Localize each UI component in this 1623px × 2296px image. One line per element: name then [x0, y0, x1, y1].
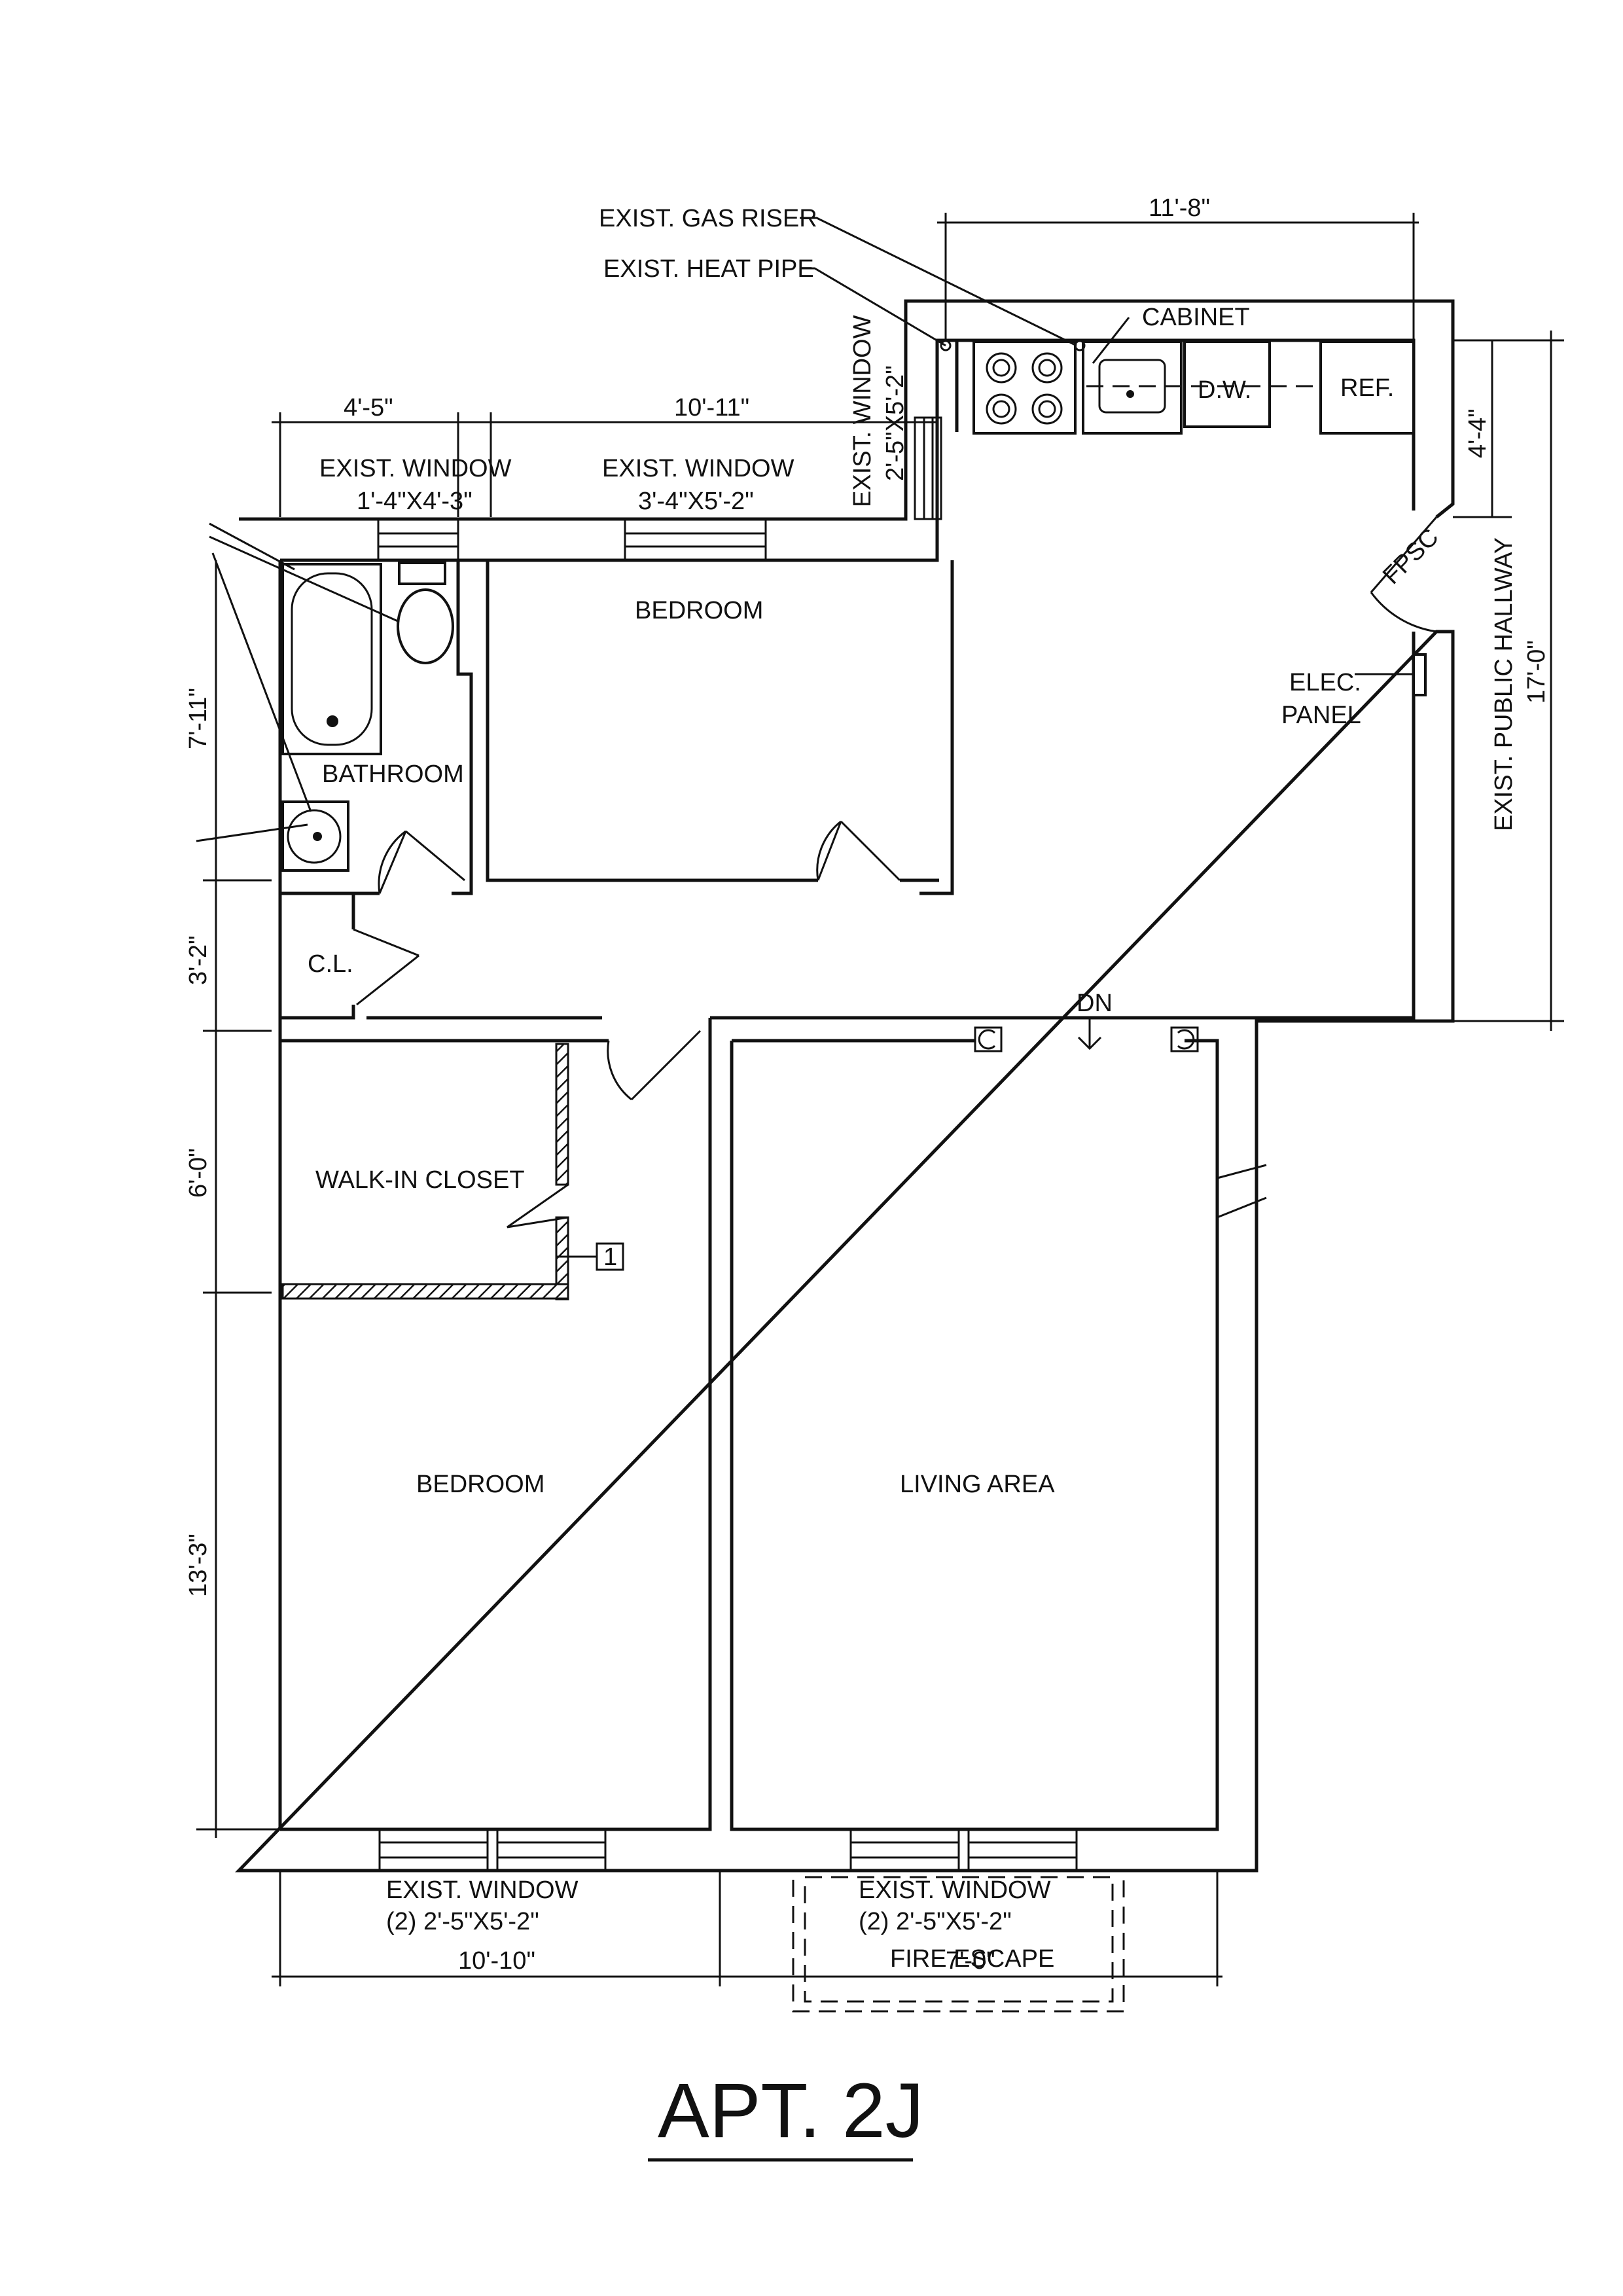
kitchen-fixtures	[940, 340, 1427, 696]
room-bedroom-bottom: BEDROOM	[416, 1471, 544, 1498]
refrigerator-icon	[1319, 340, 1415, 435]
dishwasher-label: D.W.	[1198, 376, 1251, 404]
bottom-left-window-size: (2) 2'-5"X5'-2"	[386, 1908, 539, 1935]
bottom-right-window-title: EXIST. WINDOW	[859, 1876, 1051, 1904]
room-closet: C.L.	[308, 950, 353, 978]
dim-closet-depth: 3'-2"	[185, 935, 212, 985]
heat-pipe-label: EXIST. HEAT PIPE	[603, 255, 814, 283]
plan-title: APT. 2J	[658, 2068, 924, 2154]
dim-bedroom-width: 10'-11"	[674, 394, 749, 422]
electrical-panel-icon	[1412, 653, 1427, 696]
leader-lines	[196, 217, 1414, 842]
room-living-area: LIVING AREA	[900, 1471, 1055, 1498]
bottom-left-window-title: EXIST. WINDOW	[386, 1876, 579, 1904]
windows	[377, 416, 1078, 1872]
elec-panel-label-2: PANEL	[1281, 702, 1361, 729]
gas-riser-label: EXIST. GAS RISER	[599, 205, 817, 232]
dim-hall-length: 17'-0"	[1523, 640, 1550, 704]
tag-number: 1	[603, 1244, 617, 1271]
dim-bath-width: 4'-5"	[344, 394, 393, 422]
doors	[353, 516, 1438, 1229]
bath-window-size: 1'-4"X4'-3"	[357, 488, 473, 515]
elec-panel-label-1: ELEC.	[1289, 669, 1361, 696]
dim-kitchen-width: 11'-8"	[1149, 194, 1210, 222]
dim-bedroom-bottom-width: 10'-10"	[458, 1947, 535, 1975]
dim-living-width: 7'-0"	[946, 1947, 995, 1975]
room-bathroom: BATHROOM	[322, 761, 464, 788]
stairs-down-label: DN	[1077, 990, 1113, 1017]
bedroom-window-size: 3'-4"X5'-2"	[638, 488, 754, 515]
kitchen-window-size: 2'-5"X5'-2"	[882, 365, 909, 481]
public-hallway-label: EXIST. PUBLIC HALLWAY	[1490, 537, 1518, 831]
dim-bath-depth: 7'-11"	[185, 688, 212, 749]
bedroom-window-title: EXIST. WINDOW	[602, 455, 794, 482]
bathroom-fixtures	[281, 562, 454, 872]
dim-bedroom-depth: 13'-3"	[185, 1534, 212, 1597]
toilet-icon	[397, 588, 454, 664]
dim-walkin-depth: 6'-0"	[185, 1148, 212, 1198]
kitchen-window-title: EXIST. WINDOW	[849, 315, 876, 507]
fire-escape-outline	[792, 1869, 1125, 2013]
stairs-indicator	[974, 1018, 1199, 1052]
cabinet-label: CABINET	[1142, 304, 1250, 331]
stove-icon	[972, 340, 1077, 435]
bottom-right-window-size: (2) 2'-5"X5'-2"	[859, 1908, 1012, 1935]
dim-kitchen-depth: 4'-4"	[1464, 408, 1491, 458]
bath-window-title: EXIST. WINDOW	[319, 455, 512, 482]
fpsc-label: FPSC	[1378, 524, 1444, 590]
room-bedroom-top: BEDROOM	[635, 597, 763, 624]
fire-escape-label: FIRE ESCAPE	[890, 1945, 1054, 1973]
refrigerator-label: REF.	[1340, 374, 1394, 402]
walls	[235, 299, 1455, 1873]
room-walk-in-closet: WALK-IN CLOSET	[315, 1166, 525, 1194]
dimension-lines	[196, 213, 1564, 1986]
